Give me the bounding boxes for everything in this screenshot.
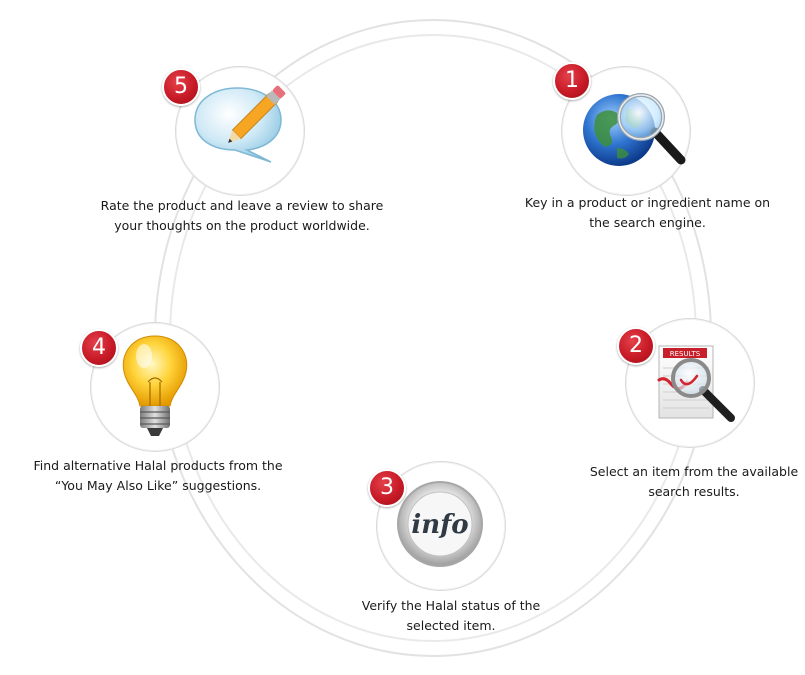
step-3-badge: 3 (368, 469, 406, 507)
results-magnifier-icon: RESULTS (657, 345, 735, 422)
step-3-text-line-2: selected item. (406, 618, 496, 633)
step-2-text-line-1: Select an item from the available (589, 464, 799, 479)
step-2-text: Select an item from the available search… (585, 462, 803, 502)
step-2-badge: 2 (617, 327, 655, 365)
step-5-text-line-2: your thoughts on the product worldwide. (114, 218, 370, 233)
step-1-text-line-1: Key in a product or ingredient name on (524, 195, 771, 210)
step-5-text: Rate the product and leave a review to s… (92, 196, 392, 236)
step-4-text-line-2: “You May Also Like” suggestions. (54, 478, 262, 493)
step-2-text-line-2: search results. (648, 484, 740, 499)
step-1-text-line-2: the search engine. (589, 215, 706, 230)
globe-magnifier-icon (583, 93, 686, 166)
step-4-badge: 4 (80, 329, 118, 367)
step-1-badge: 1 (553, 62, 591, 100)
speech-bubble-pencil-icon (194, 85, 286, 163)
step-5-badge: 5 (162, 68, 200, 106)
info-icon: info (397, 481, 483, 567)
step-5-text-line-1: Rate the product and leave a review to s… (100, 198, 384, 213)
step-4-text-line-1: Find alternative Halal products from the (33, 458, 283, 473)
step-1-text: Key in a product or ingredient name on t… (505, 193, 790, 233)
info-icon-text: info (411, 510, 468, 540)
step-4-text: Find alternative Halal products from the… (18, 456, 298, 496)
lightbulb-icon (122, 335, 188, 436)
step-3-text: Verify the Halal status of the selected … (335, 596, 567, 636)
results-label: RESULTS (670, 350, 701, 358)
step-3-text-line-1: Verify the Halal status of the (361, 598, 541, 613)
